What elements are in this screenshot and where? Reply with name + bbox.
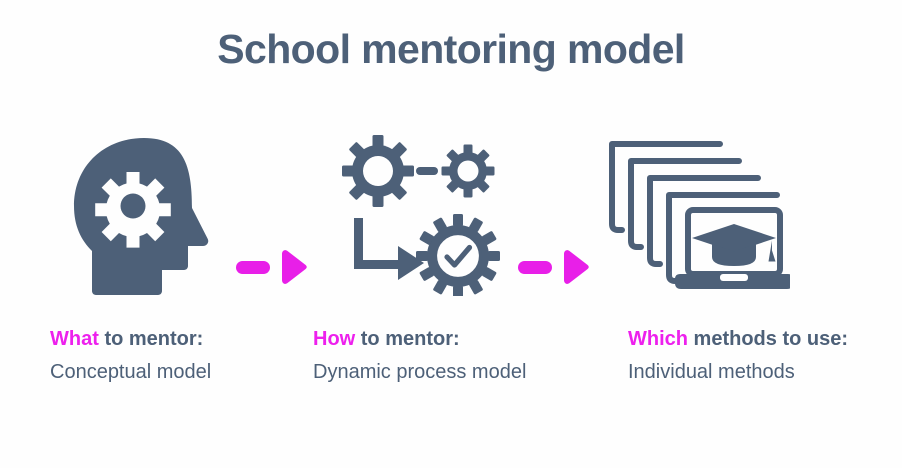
caption-question-rest-3: methods to use: [688, 328, 849, 350]
caption-question-rest-2: to mentor: [355, 328, 460, 350]
arrow-head-icon [564, 250, 589, 284]
caption-question-rest-1: to mentor: [98, 328, 204, 350]
caption-step-3: Which methods to use: Individual methods [628, 325, 848, 387]
caption-answer-2: Dynamic process model [313, 361, 527, 384]
caption-question-2: How to mentor: [313, 325, 526, 353]
caption-keyword-3: Which [628, 328, 688, 350]
caption-step-1: What to mentor: Conceptual model [50, 325, 211, 387]
caption-answer-3: Individual methods [628, 361, 795, 384]
laptop-stack-graduation-icon [604, 136, 793, 296]
caption-question-3: Which methods to use: [628, 325, 848, 353]
arrow-dash-icon [236, 260, 270, 274]
caption-step-2: How to mentor: Dynamic process model [313, 325, 526, 387]
arrow-dash-icon [518, 260, 552, 274]
caption-keyword-1: What [50, 328, 99, 350]
arrow-right-2 [518, 249, 590, 285]
arrow-head-icon [282, 250, 307, 284]
caption-question-1: What to mentor: [50, 325, 211, 353]
gears-process-icon [340, 134, 520, 298]
arrow-right-1 [236, 249, 308, 285]
head-with-gear-icon [66, 136, 234, 296]
caption-keyword-2: How [313, 328, 356, 350]
page-title: School mentoring model [217, 26, 685, 72]
caption-answer-1: Conceptual model [50, 361, 212, 384]
